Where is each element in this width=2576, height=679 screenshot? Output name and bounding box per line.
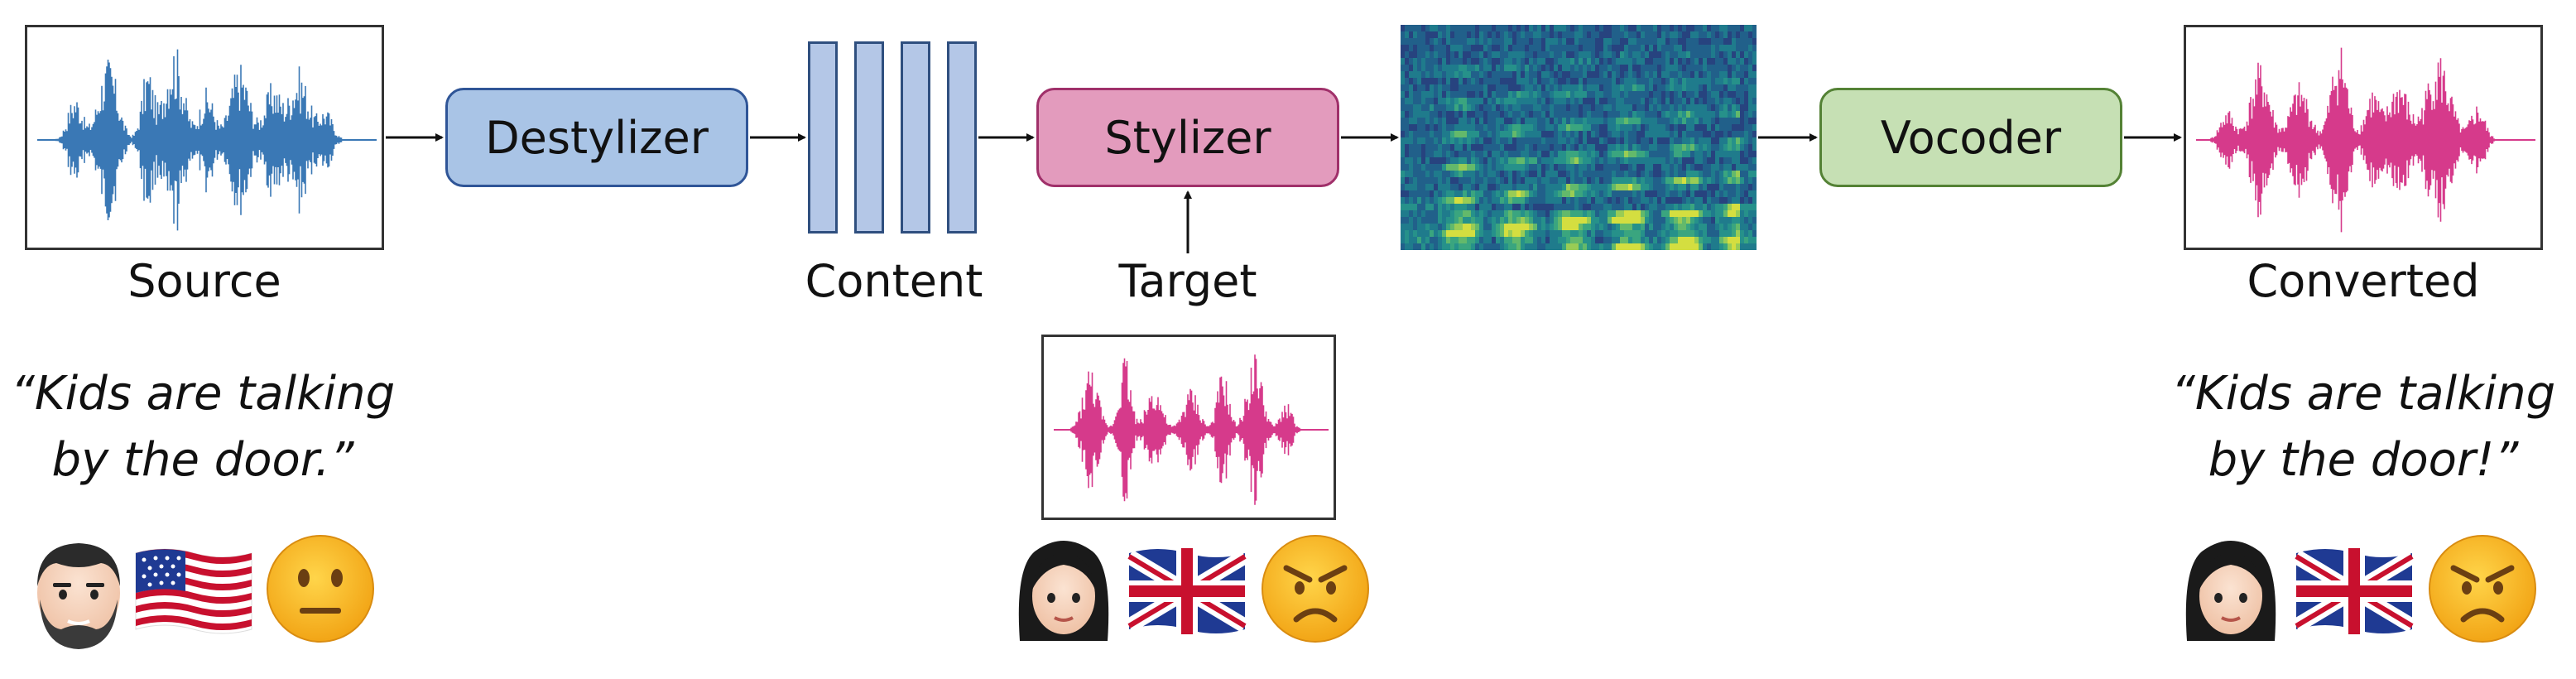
source-transcript-line-1: “Kids are talking (10, 367, 396, 421)
man-bearded-icon (37, 543, 120, 649)
vocoder-module: Vocoder (1819, 88, 2122, 187)
us-flag-icon (135, 548, 252, 634)
source-transcript: “Kids are talking by the door.” (0, 361, 406, 494)
source-transcript-line-2: by the door.” (51, 433, 354, 487)
uk-flag-icon (1125, 548, 1249, 634)
target-waveform-frame (1041, 335, 1336, 520)
content-bar-3 (901, 41, 930, 234)
content-bar-2 (854, 41, 884, 234)
woman-icon (2185, 541, 2276, 641)
uk-flag-icon (2292, 548, 2416, 634)
source-label: Source (127, 255, 281, 307)
converted-transcript-line-2: by the door!” (2208, 433, 2519, 487)
content-label: Content (805, 255, 983, 307)
converted-transcript: “Kids are talking by the door!” (2160, 361, 2566, 494)
converted-waveform-icon (2196, 47, 2535, 233)
target-waveform-icon (1054, 354, 1329, 505)
source-waveform-icon (37, 49, 377, 231)
angry-face-icon (1262, 535, 1369, 643)
stylizer-module: Stylizer (1036, 88, 1339, 187)
converted-label: Converted (2247, 255, 2480, 307)
spectrogram-image (1401, 25, 1757, 250)
content-bar-1 (808, 41, 838, 234)
converted-waveform-frame (2184, 25, 2543, 250)
converted-transcript-line-1: “Kids are talking (2170, 367, 2556, 421)
source-waveform-frame (25, 25, 384, 250)
spectrogram (1401, 25, 1757, 250)
target-label: Target (1118, 255, 1257, 307)
content-bar-4 (947, 41, 977, 234)
neutral-face-icon (267, 535, 374, 643)
angry-face-icon (2429, 535, 2536, 643)
destylizer-module: Destylizer (445, 88, 748, 187)
woman-icon (1018, 541, 1109, 641)
